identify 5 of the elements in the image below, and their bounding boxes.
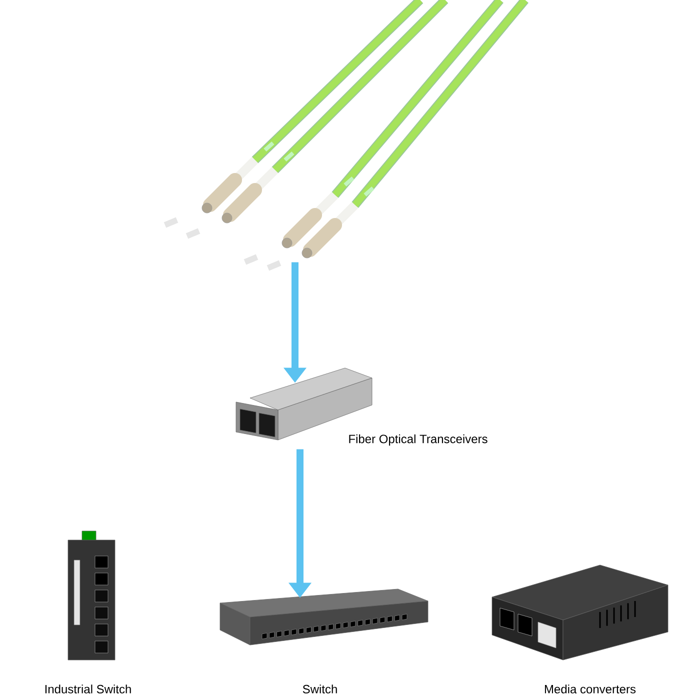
patch-cable-drawing [164,0,528,271]
device-label: Media converters [544,684,636,694]
device-label: Fiber Optical Transceivers [349,434,488,446]
device-label: Industrial Switch [45,684,131,694]
device-label: Switch [302,684,337,694]
